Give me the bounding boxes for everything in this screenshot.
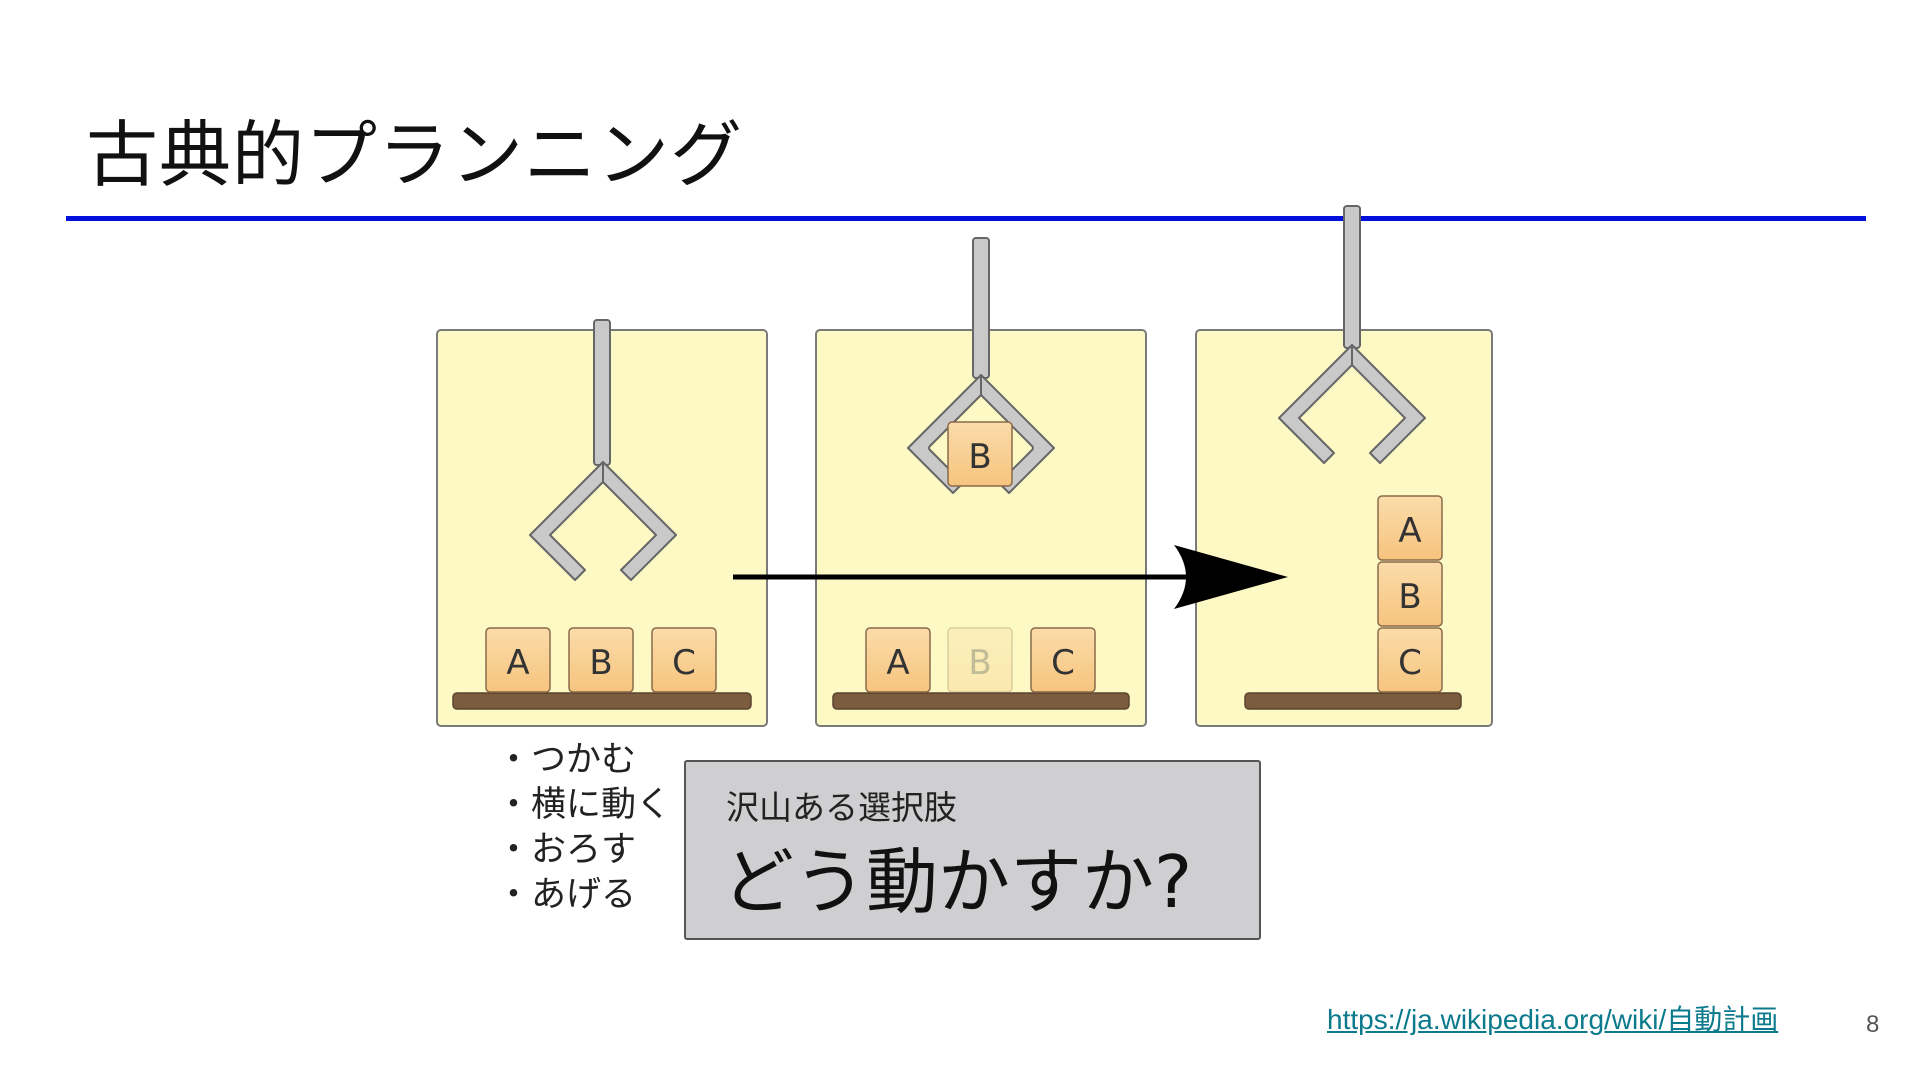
question-box: 沢山ある選択肢 どう動かすか? (684, 760, 1261, 940)
stack-middle-label: B (1398, 577, 1421, 617)
transition-arrow (733, 545, 1288, 609)
action-item-lift: あげる (496, 873, 671, 918)
gripper-open (529, 319, 677, 581)
slide-title: 古典的プランニング (86, 113, 744, 197)
held-block-label: B (968, 437, 991, 477)
action-item-move: 横に動く (496, 783, 671, 828)
block-c-label: C (1051, 643, 1075, 683)
panel-goal-state: A B C (1195, 205, 1493, 727)
block-b-held: B (947, 421, 1013, 487)
block-c: C (1377, 627, 1443, 693)
action-item-put-down: おろす (496, 828, 671, 873)
action-item-grab: つかむ (496, 738, 671, 783)
block-c: C (651, 627, 717, 693)
shelf (452, 692, 752, 710)
question-main: どう動かすか? (722, 840, 1193, 924)
action-list: つかむ 横に動く おろす あげる (496, 738, 671, 918)
gripper-open (1278, 205, 1426, 464)
shelf (1244, 692, 1462, 710)
title-underline (66, 216, 1866, 221)
block-a: A (865, 627, 931, 693)
ghost-block-label: B (968, 643, 991, 683)
question-subtitle: 沢山ある選択肢 (726, 788, 957, 827)
block-b-ghost: B (947, 627, 1013, 693)
shelf (832, 692, 1130, 710)
stack-bottom-label: C (1398, 643, 1422, 683)
stack-top-label: A (1398, 511, 1421, 551)
block-b: B (568, 627, 634, 693)
block-a-label: A (506, 643, 529, 683)
block-b-label: B (589, 643, 612, 683)
panel-initial-state: A B C (436, 319, 768, 727)
block-a-label: A (886, 643, 909, 683)
block-b: B (1377, 561, 1443, 627)
block-a: A (485, 627, 551, 693)
block-a: A (1377, 495, 1443, 561)
block-c: C (1030, 627, 1096, 693)
block-c-label: C (672, 643, 696, 683)
page-number: 8 (1866, 1011, 1880, 1038)
source-link[interactable]: https://ja.wikipedia.org/wiki/自動計画 (1327, 1004, 1779, 1035)
panel-holding-b: B A B C (815, 237, 1147, 727)
